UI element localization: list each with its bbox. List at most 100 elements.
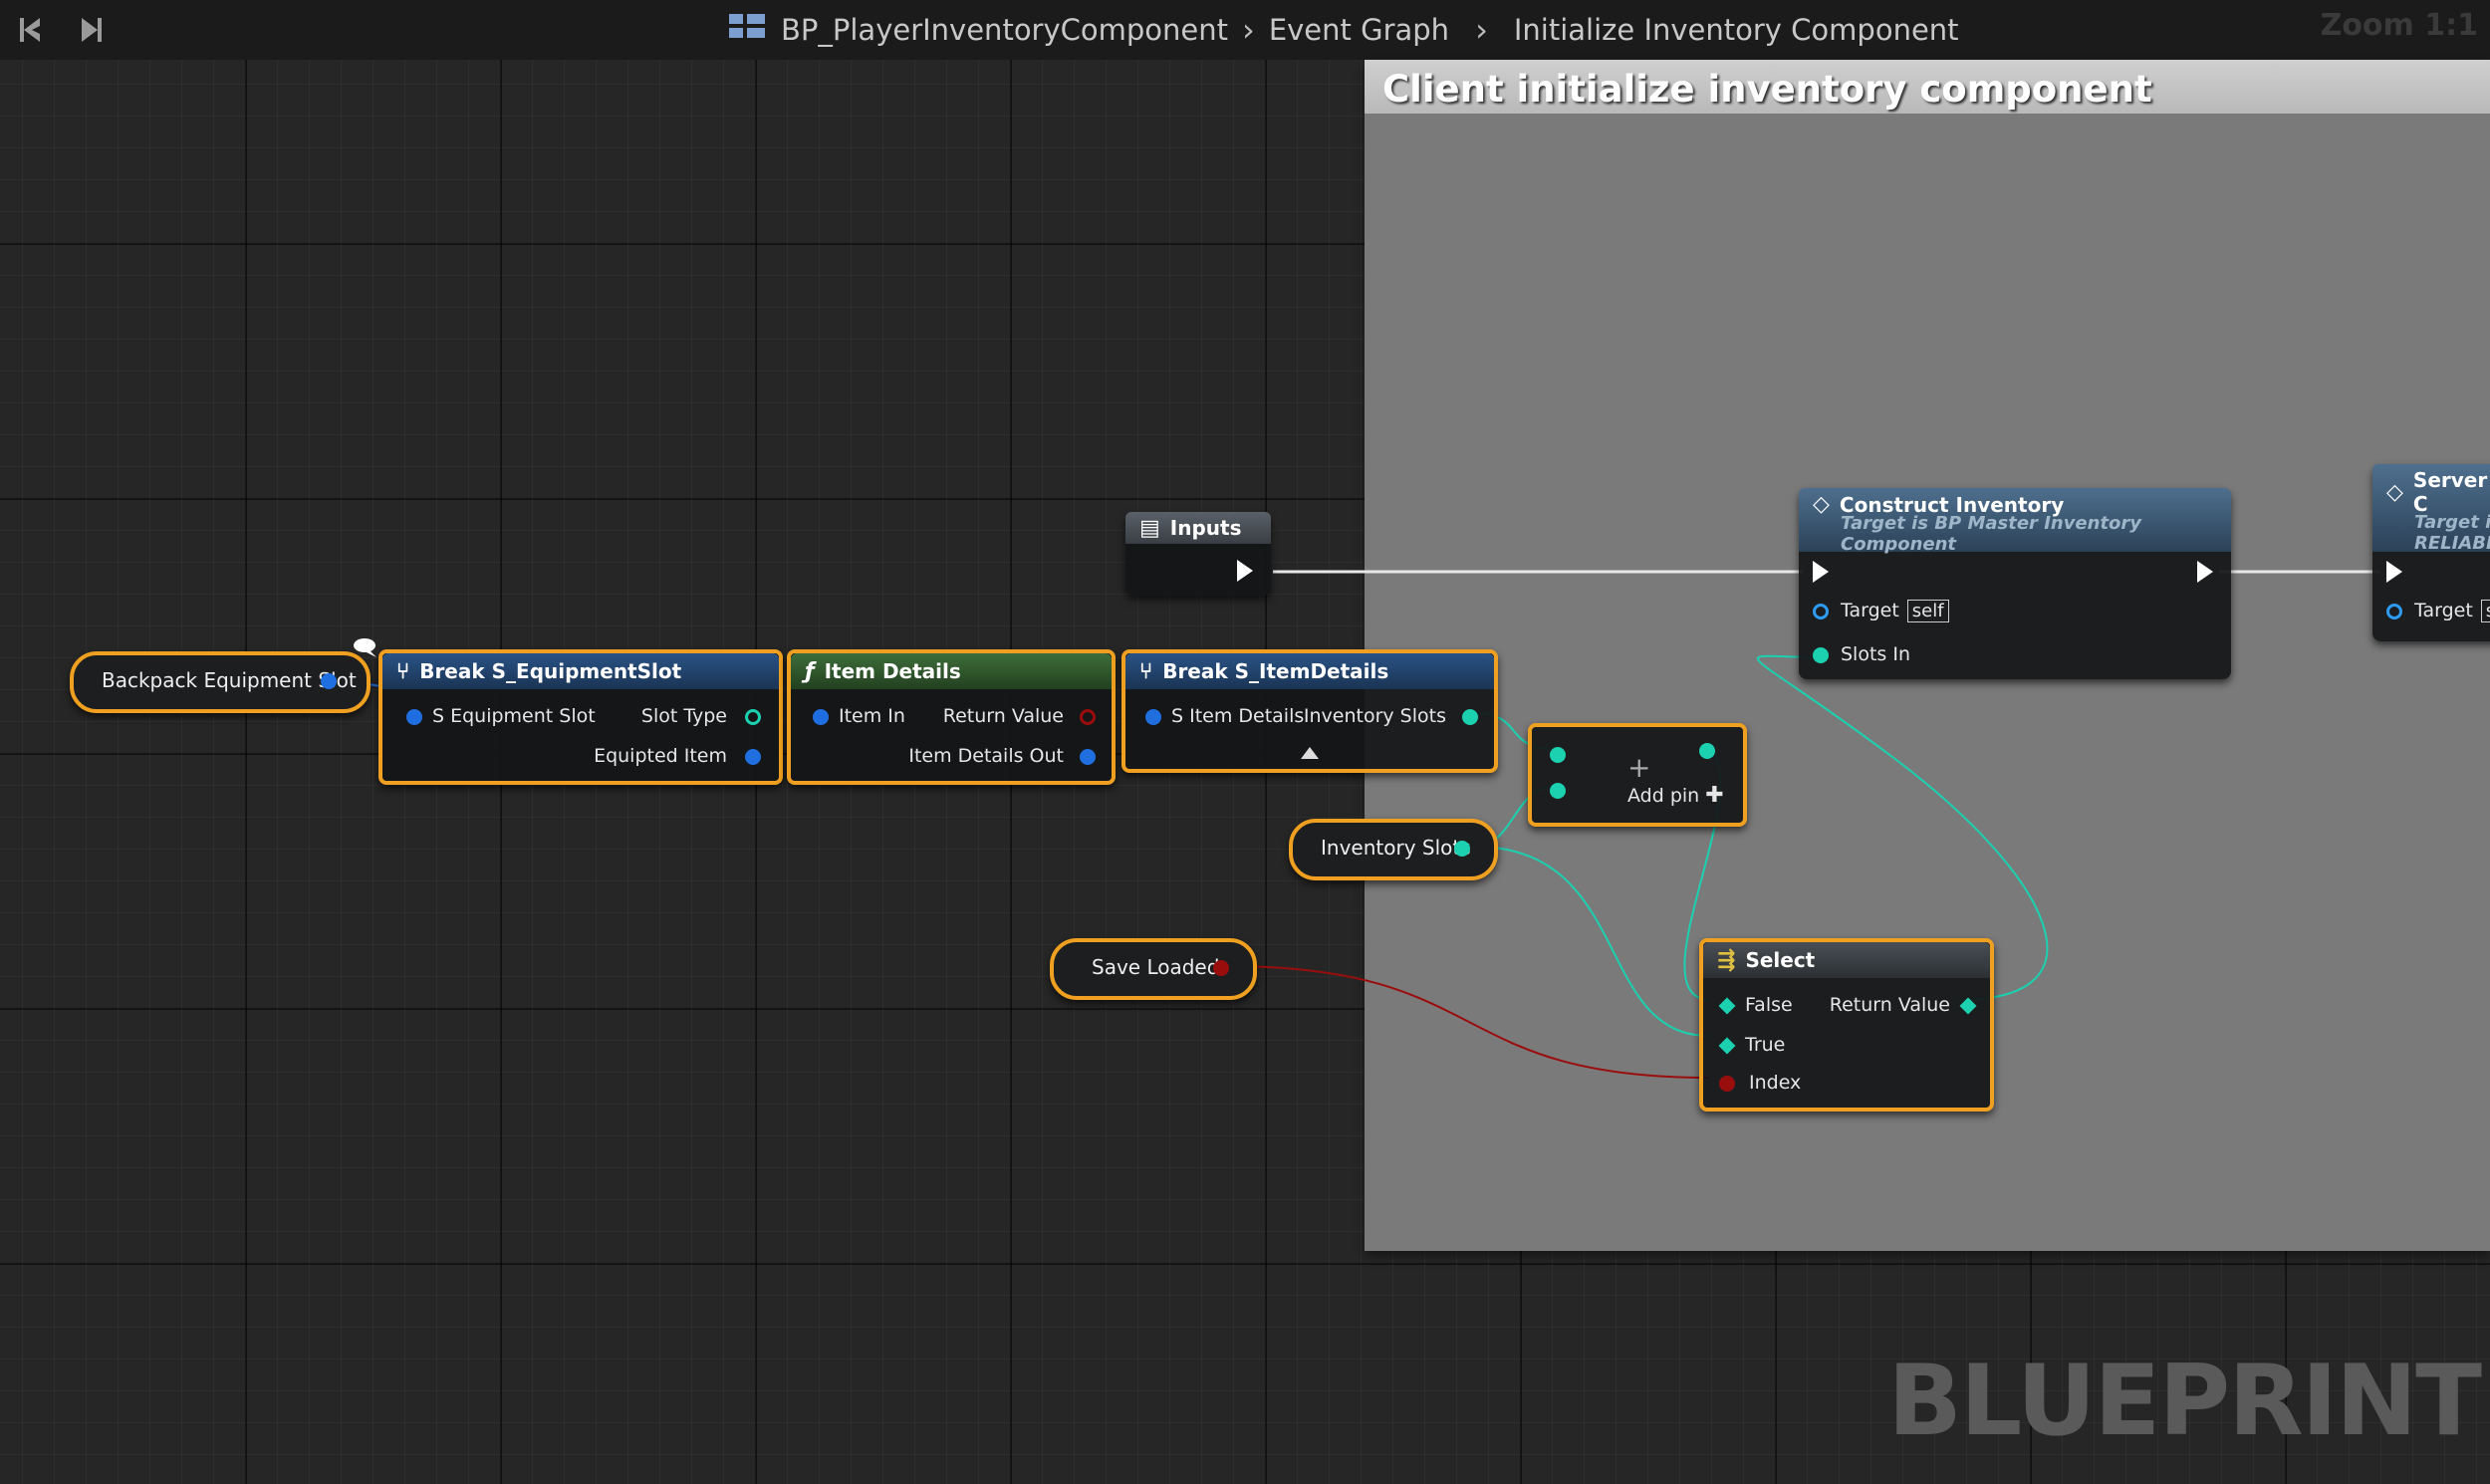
function-icon: ƒ [805, 658, 815, 684]
make-array-node[interactable]: + Add pin ✚ [1528, 723, 1747, 827]
forward-arrow-icon[interactable] [72, 10, 112, 50]
slots-in-label: Slots In [1841, 643, 1910, 665]
break-item-details-node[interactable]: ⑂ Break S_ItemDetails S Item Details Inv… [1121, 649, 1498, 773]
comment-title[interactable]: Client initialize inventory component [1382, 68, 2152, 111]
item-details-out-pin[interactable] [1080, 749, 1096, 765]
struct-in-pin[interactable] [1145, 709, 1161, 725]
item-details-node[interactable]: ƒ Item Details Item In Return Value Item… [787, 649, 1116, 785]
inventory-slots-variable[interactable]: Inventory Slots [1289, 819, 1498, 880]
blueprint-icon [727, 10, 767, 51]
slots-in-pin[interactable] [1813, 647, 1829, 663]
equipted-item-label: Equipted Item [594, 745, 727, 767]
return-value-label: Return Value [942, 705, 1064, 727]
array-out-pin[interactable] [1699, 743, 1715, 759]
target-pin[interactable] [1813, 604, 1829, 619]
struct-out-pin[interactable] [321, 673, 337, 689]
exec-in-pin[interactable] [2386, 561, 2402, 583]
comment-bubble-icon[interactable] [351, 635, 380, 663]
exec-out-pin[interactable] [2197, 561, 2213, 583]
true-label: True [1745, 1034, 1786, 1056]
return-value-label: Return Value [1829, 994, 1950, 1016]
server-node-header[interactable]: ◇ Server C Target is RELIABLE [2372, 464, 2490, 554]
inventory-slots-pin[interactable] [1462, 709, 1478, 725]
inputs-node[interactable]: ▤ Inputs [1125, 512, 1271, 596]
break-equipment-slot-node[interactable]: ⑂ Break S_EquipmentSlot S Equipment Slot… [378, 649, 783, 785]
slot-type-label: Slot Type [640, 705, 727, 727]
breadcrumb: BP_PlayerInventoryComponent › Event Grap… [727, 0, 1959, 60]
false-pin[interactable] [1718, 997, 1736, 1015]
inventory-slots-label: Inventory Slots [1303, 705, 1446, 727]
zoom-level: Zoom 1:1 [2320, 8, 2478, 43]
construct-inventory-header[interactable]: ◇Construct Inventory Target is BP Master… [1799, 488, 2231, 555]
target-pin[interactable] [2386, 604, 2402, 619]
item-details-title: Item Details [824, 659, 961, 683]
server-node-title: Server C [2412, 468, 2488, 516]
array-wire [1473, 846, 1710, 1037]
save-loaded-variable[interactable]: Save Loaded [1050, 938, 1257, 1000]
break-struct-icon: ⑂ [1139, 658, 1153, 684]
construct-inventory-title: Construct Inventory [1839, 492, 2065, 517]
equipted-item-pin[interactable] [745, 749, 761, 765]
item-in-pin[interactable] [813, 709, 829, 725]
array-out-pin[interactable] [1454, 841, 1470, 857]
item-details-header[interactable]: ƒ Item Details [791, 653, 1112, 689]
graph-toolbar: BP_PlayerInventoryComponent › Event Grap… [0, 0, 2490, 60]
struct-in-pin[interactable] [406, 709, 422, 725]
expand-arrow-icon[interactable] [1301, 747, 1319, 759]
select-node-title: Select [1745, 948, 1816, 972]
true-pin[interactable] [1718, 1037, 1736, 1055]
index-label: Index [1749, 1072, 1802, 1094]
plus-icon: + [1627, 751, 1651, 784]
server-node-subtitle: Target is [2414, 512, 2490, 533]
item-in-label: Item In [839, 705, 905, 727]
select-node[interactable]: ⇶ Select False Return Value True Index [1699, 938, 1994, 1112]
index-pin[interactable] [1719, 1076, 1735, 1092]
self-tag: s [2480, 600, 2490, 622]
blueprint-watermark: BLUEPRINT [1887, 1345, 2482, 1458]
variable-label: Inventory Slots [1321, 836, 1471, 860]
struct-in-label: S Item Details [1171, 705, 1305, 727]
false-label: False [1745, 994, 1793, 1016]
breadcrumb-function[interactable]: Initialize Inventory Component [1513, 13, 1959, 47]
exec-out-pin[interactable] [1237, 560, 1253, 582]
chevron-right-icon: › [1475, 11, 1488, 49]
variable-label: Save Loaded [1092, 955, 1220, 979]
array-element-pin[interactable] [1550, 747, 1566, 763]
array-element-pin[interactable] [1550, 783, 1566, 799]
break-struct-icon: ⑂ [396, 658, 410, 684]
slot-type-pin[interactable] [745, 709, 761, 725]
select-node-header[interactable]: ⇶ Select [1703, 942, 1990, 978]
chevron-right-icon: › [1242, 11, 1255, 49]
function-diamond-icon: ◇ [1813, 492, 1830, 517]
breadcrumb-graph[interactable]: Event Graph [1268, 13, 1450, 47]
break-item-details-header[interactable]: ⑂ Break S_ItemDetails [1125, 653, 1494, 689]
select-icon: ⇶ [1717, 947, 1736, 973]
item-details-out-label: Item Details Out [908, 745, 1064, 767]
construct-inventory-node[interactable]: ◇Construct Inventory Target is BP Master… [1799, 488, 2231, 679]
return-value-pin[interactable] [1959, 997, 1977, 1015]
comment-header[interactable]: Client initialize inventory component [1365, 60, 2490, 114]
breadcrumb-asset[interactable]: BP_PlayerInventoryComponent [781, 13, 1229, 47]
back-arrow-icon[interactable] [10, 10, 50, 50]
function-diamond-icon: ◇ [2386, 479, 2403, 505]
variable-label: Backpack Equipment Slot [102, 668, 357, 692]
bool-wire [1226, 965, 1710, 1079]
self-tag: self [1906, 600, 1949, 622]
return-value-pin[interactable] [1080, 709, 1096, 725]
array-wire [1757, 654, 2049, 1001]
add-pin-button[interactable]: Add pin ✚ [1627, 783, 1724, 808]
backpack-equipment-slot-variable[interactable]: Backpack Equipment Slot [70, 651, 371, 713]
inputs-node-title: Inputs [1169, 516, 1242, 540]
exec-in-pin[interactable] [1813, 561, 1829, 583]
inputs-node-header[interactable]: ▤ Inputs [1125, 512, 1271, 544]
inputs-icon: ▤ [1139, 515, 1160, 541]
bool-out-pin[interactable] [1213, 960, 1229, 976]
struct-in-label: S Equipment Slot [432, 705, 596, 727]
break-equipment-slot-header[interactable]: ⑂ Break S_EquipmentSlot [382, 653, 779, 689]
break-equipment-slot-title: Break S_EquipmentSlot [419, 659, 682, 683]
break-item-details-title: Break S_ItemDetails [1162, 659, 1389, 683]
server-node-subtitle2: RELIABLE [2414, 533, 2490, 554]
